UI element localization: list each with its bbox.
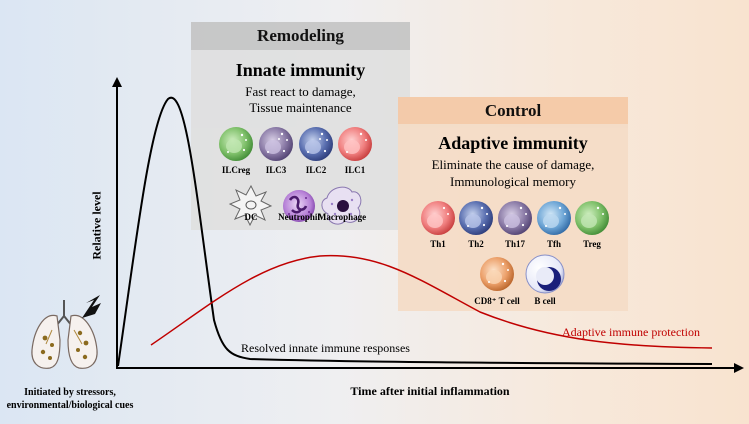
th1-cell-icon [421, 201, 455, 235]
cd8-t-cell-icon [480, 257, 514, 291]
label-th2: Th2 [468, 239, 484, 249]
innate-curve-label: Resolved innate immune responses [241, 341, 410, 355]
ilc2-cell-icon [299, 127, 333, 161]
remodeling-header-text: Remodeling [257, 26, 344, 45]
innate-description-line1: Fast react to damage, [245, 84, 356, 99]
control-header: Control [398, 97, 628, 124]
ilc3-cell-icon [259, 127, 293, 161]
adaptive-curve [150, 254, 713, 349]
macrophage-cell-icon [321, 186, 362, 225]
treg-cell-icon [575, 201, 609, 235]
origin-label-line2: environmental/biological cues [6, 400, 134, 411]
control-header-text: Control [484, 100, 542, 120]
label-cd8-t-cell: CD8⁺ T cell [474, 296, 520, 306]
origin-label-line1: Initiated by stressors, [24, 387, 116, 398]
y-axis-label: Relative level [89, 191, 104, 260]
label-ilc2: ILC2 [305, 165, 327, 175]
y-axis-arrow [112, 77, 122, 87]
adaptive-immunity-title: Adaptive immunity [438, 133, 588, 153]
neutrophil-cell-icon [283, 190, 315, 222]
ilc1-cell-icon [338, 127, 372, 161]
label-macrophage: Macrophage [317, 212, 367, 222]
th2-cell-icon [459, 201, 493, 235]
label-treg: Treg [583, 239, 601, 249]
label-ilcreg: ILCreg [221, 165, 251, 175]
adaptive-cells [421, 201, 609, 294]
label-dc: DC [244, 212, 258, 222]
label-b-cell: B cell [534, 296, 556, 306]
label-ilc1: ILC1 [344, 165, 366, 175]
label-tfh: Tfh [546, 239, 561, 249]
b-cell-icon [525, 254, 565, 294]
adaptive-curve-label: Adaptive immune protection [562, 325, 700, 339]
ilcreg-cell-icon [219, 127, 253, 161]
adaptive-description-line1: Eliminate the cause of damage, [431, 157, 595, 172]
dc-cell-icon [228, 184, 273, 227]
lungs-icon [31, 300, 98, 369]
innate-cells [219, 127, 372, 227]
innate-immunity-title: Innate immunity [235, 60, 366, 80]
label-th1: Th1 [430, 239, 446, 249]
th17-cell-icon [498, 201, 532, 235]
label-th17: Th17 [504, 239, 525, 249]
x-axis-arrow [734, 363, 744, 373]
lightning-bolt-icon [82, 295, 101, 318]
innate-curve [117, 96, 713, 367]
axes [112, 77, 744, 373]
label-neutrophil: Neutrophil [278, 212, 320, 222]
x-axis-label: Time after initial inflammation [350, 384, 510, 398]
adaptive-description-line2: Immunological memory [449, 174, 576, 189]
tfh-cell-icon [537, 201, 571, 235]
remodeling-header: Remodeling [191, 22, 410, 50]
innate-description-line2: Tissue maintenance [249, 100, 352, 115]
label-ilc3: ILC3 [265, 165, 287, 175]
